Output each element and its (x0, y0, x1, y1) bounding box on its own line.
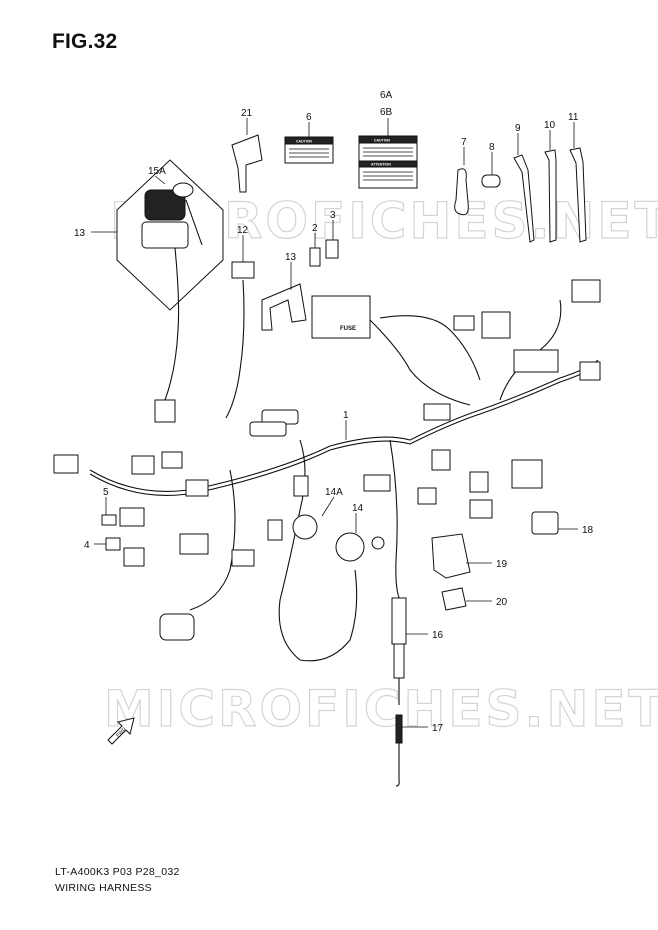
callout-6b: 6B (380, 107, 393, 118)
sensor-16 (391, 597, 407, 645)
fuse-box (311, 295, 371, 339)
callout-20: 20 (496, 597, 508, 608)
clamp-8 (481, 174, 501, 188)
sensor-14 (335, 532, 365, 562)
callout-18: 18 (582, 525, 594, 536)
cable-tie-11 (569, 147, 587, 243)
callout-8: 8 (489, 142, 495, 153)
callout-15a: 15A (148, 166, 166, 177)
callout-7: 7 (461, 137, 467, 148)
clip-20 (441, 587, 467, 611)
cover-19 (431, 533, 471, 579)
sensor-14a (292, 514, 318, 540)
callout-6a: 6A (380, 90, 393, 101)
callout-10: 10 (544, 120, 556, 131)
caution-label-2-text: CAUTION (374, 139, 390, 143)
spring-17 (395, 714, 403, 744)
callout-5: 5 (103, 487, 109, 498)
fuse-box-label: FUSE (340, 326, 356, 332)
caution-label-text: CAUTION (296, 140, 312, 144)
fuse-2 (309, 247, 321, 267)
ignition-switch-base (141, 221, 189, 249)
connector-left (53, 454, 79, 474)
callout-19: 19 (496, 559, 508, 570)
clamp-7 (454, 168, 469, 216)
callout-16: 16 (432, 630, 444, 641)
figure-title: FIG.32 (52, 30, 118, 53)
footer-caption: WIRING HARNESS (55, 882, 152, 894)
connector-12 (231, 261, 255, 279)
watermark-bottom: MICROFICHES.NET (104, 680, 658, 738)
connector-5 (101, 514, 117, 526)
ignition-switch-group (116, 159, 224, 423)
cable-tie-10 (544, 149, 557, 243)
callout-14: 14 (352, 503, 364, 514)
attention-label-text: ATTENTION (371, 163, 391, 167)
footer-code: LT-A400K3 P03 P28_032 (55, 866, 180, 878)
callout-2: 2 (312, 223, 318, 234)
callout-4: 4 (84, 540, 90, 551)
connector-bottom-left (159, 613, 195, 641)
callout-6: 6 (306, 112, 312, 123)
key-21 (231, 134, 263, 193)
bracket-13 (261, 283, 307, 331)
callout-9: 9 (515, 123, 521, 134)
part-18 (531, 511, 559, 535)
callout-21: 21 (241, 108, 253, 119)
callout-14a: 14A (325, 487, 343, 498)
callout-17: 17 (432, 723, 444, 734)
fuse-3 (325, 239, 339, 259)
callout-11: 11 (568, 112, 579, 123)
callout-15: 13 (74, 228, 86, 239)
ignition-connector (154, 399, 176, 423)
connector-4 (105, 537, 121, 551)
caution-label-6: CAUTION (284, 136, 334, 164)
ignition-key-15a (172, 182, 194, 198)
ignition-wire (164, 247, 180, 401)
cable-tie-9 (513, 154, 535, 243)
callout-13: 13 (285, 252, 297, 263)
callout-12: 12 (237, 225, 249, 236)
attention-label-6a-6b: CAUTION ATTENTION (358, 135, 418, 189)
ignition-switch-body (144, 189, 186, 221)
callout-1: 1 (343, 410, 349, 421)
callout-3: 3 (330, 210, 336, 221)
